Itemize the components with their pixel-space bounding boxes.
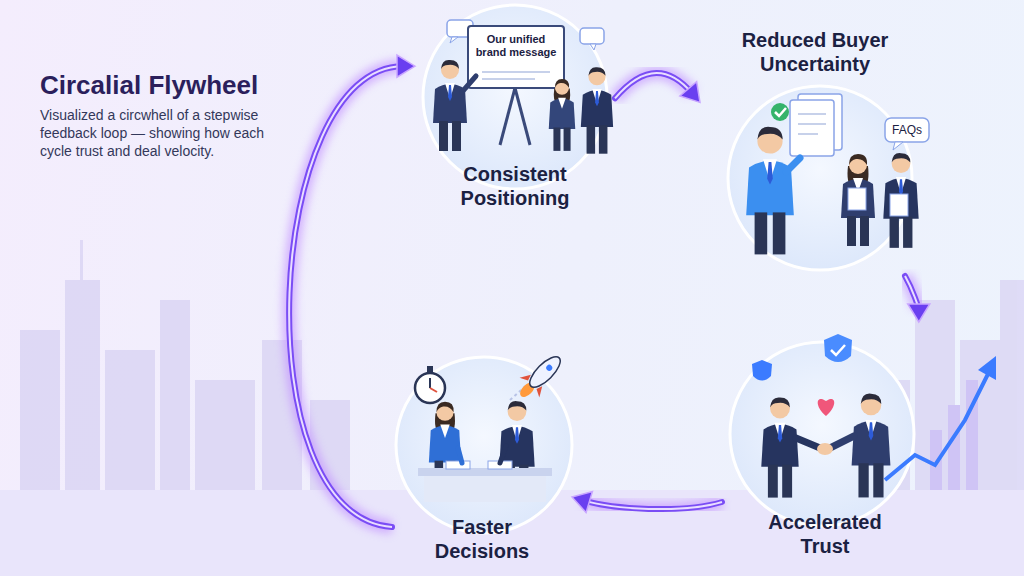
- arrow-head: [397, 55, 415, 77]
- circle-outline: [728, 86, 912, 270]
- step-text-block: Faster Decisions: [422, 515, 542, 563]
- circle-outline: [730, 342, 914, 526]
- illustration-label: Our unified brand message: [472, 33, 560, 59]
- circle-outline: [396, 357, 572, 533]
- arrow-head: [680, 82, 700, 103]
- arrow-line: [289, 66, 403, 527]
- caption-holder: Visualized a circwhell of a stepwise fee…: [40, 106, 278, 161]
- skyline-left: [20, 240, 350, 500]
- arrow-glow: [289, 66, 403, 527]
- step-title: Faster Decisions: [422, 515, 542, 563]
- flow-arrow: [615, 73, 700, 102]
- flow-arrow: [905, 276, 930, 322]
- diagram-title: Circalial Flywheel: [40, 70, 340, 101]
- flow-arrow: [572, 492, 722, 513]
- label-holder: FAQs: [885, 123, 929, 137]
- diagram-caption: Visualized a circwhell of a stepwise fee…: [40, 106, 278, 161]
- label-holder: Our unified brand message: [472, 33, 560, 59]
- step-text-block: Consistent Positioning: [425, 162, 605, 210]
- title-holder: Circalial Flywheel: [40, 70, 340, 101]
- arrow-line: [583, 500, 722, 509]
- arrow-head: [908, 304, 930, 322]
- step-text-block: Accelerated Trust: [750, 510, 900, 558]
- arrow-head: [572, 492, 592, 513]
- circle-outline: [423, 5, 607, 189]
- arrow-core: [583, 500, 722, 509]
- arrow-core: [289, 66, 403, 527]
- step-title: Accelerated Trust: [750, 510, 900, 558]
- arrow-glow: [583, 500, 722, 509]
- step-title: Consistent Positioning: [425, 162, 605, 210]
- illustration-label: FAQs: [885, 123, 929, 137]
- step-title: Reduced Buyer Uncertainty: [700, 28, 930, 76]
- step-text-block: Reduced Buyer Uncertainty: [700, 28, 930, 76]
